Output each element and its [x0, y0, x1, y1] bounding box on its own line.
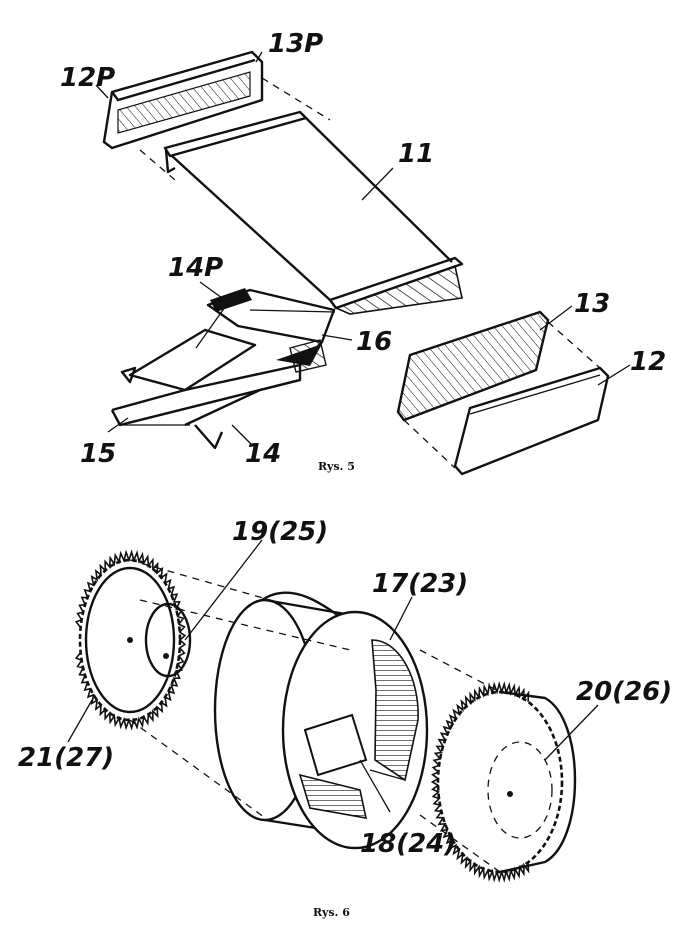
label-19-25: 19(25): [232, 517, 328, 547]
label-12: 12: [630, 347, 666, 377]
label-18-24: 18(24): [360, 829, 456, 859]
label-17-23: 17(23): [372, 569, 468, 599]
label-12p: 12P: [60, 63, 115, 93]
figure-5-caption: Rys. 5: [318, 460, 355, 473]
figure-6-caption: Rys. 6: [313, 906, 350, 919]
frame-11: [163, 110, 464, 315]
label-20-26: 20(26): [576, 677, 672, 707]
plate-13: [396, 310, 550, 422]
figure-6: 19(25) 17(23) 20(26) 21(27) 18(24) Rys. …: [18, 517, 672, 919]
label-21-27: 21(27): [18, 743, 114, 773]
label-14p: 14P: [168, 253, 223, 283]
gear-21: [78, 558, 192, 722]
label-11: 11: [398, 139, 434, 169]
gear-20-teeth: [430, 680, 530, 884]
plate-12p: [102, 50, 264, 150]
label-16: 16: [356, 327, 392, 357]
gear-20: [436, 690, 577, 874]
gear-21-teeth: [74, 549, 187, 731]
drum-cylinder: [213, 591, 429, 850]
label-14: 14: [245, 439, 281, 469]
label-13: 13: [574, 289, 610, 319]
label-13p: 13P: [268, 29, 323, 59]
slider-assembly: [110, 288, 336, 450]
figure-5: 12P 13P 11 14P 16 13 12 15 14 Rys. 5: [60, 29, 666, 476]
label-15: 15: [80, 439, 116, 469]
